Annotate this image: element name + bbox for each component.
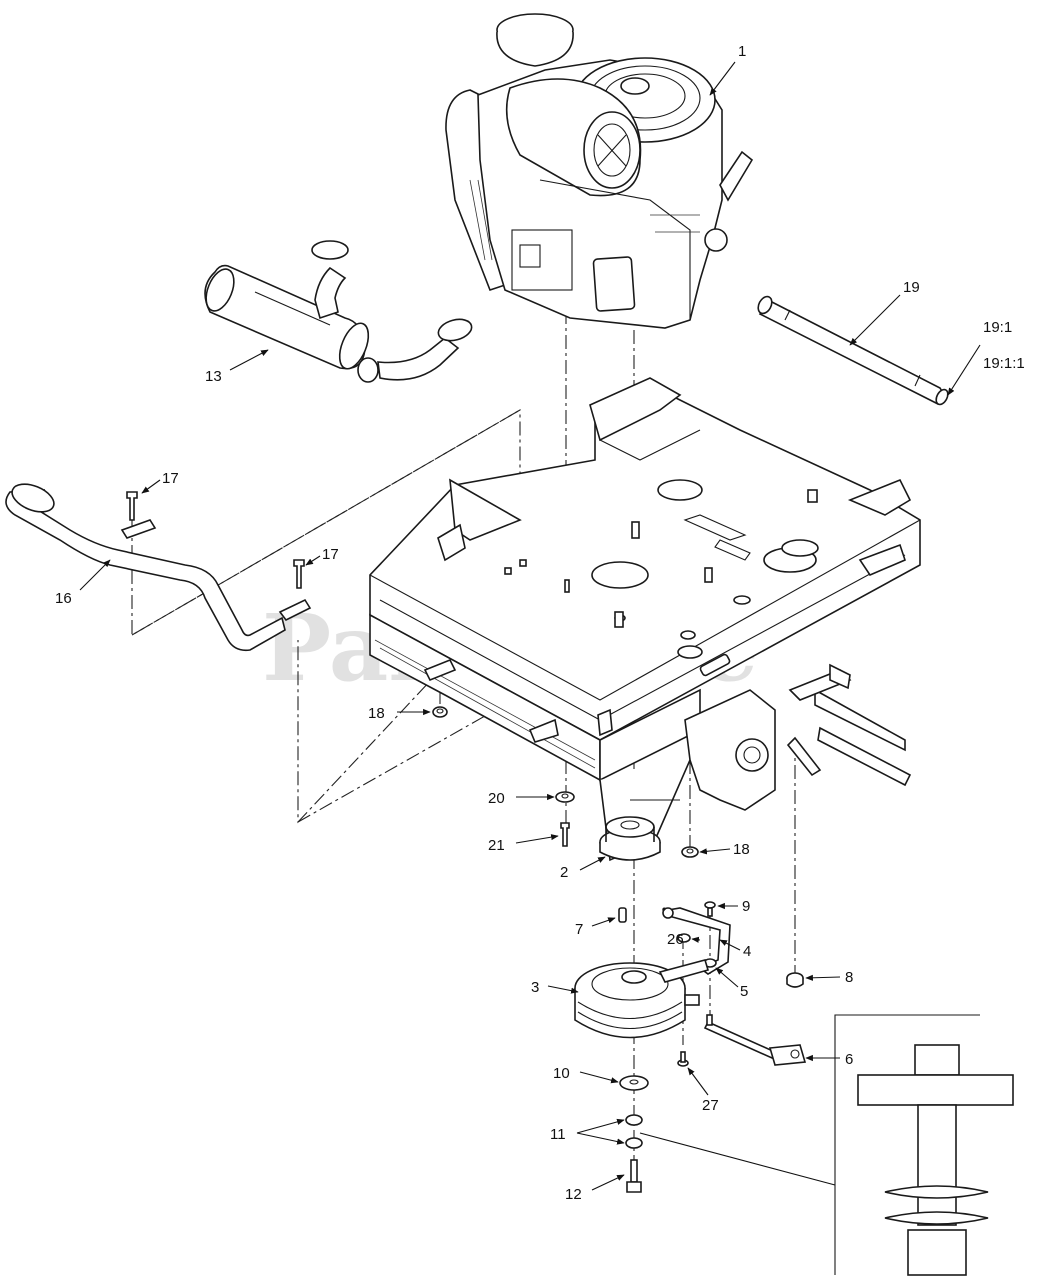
callout-4: 4 [743, 943, 751, 960]
detail-inset [639, 1014, 1014, 1276]
callout-18b: 18 [733, 841, 750, 858]
callout-21: 21 [488, 837, 505, 854]
nut-8 [786, 972, 804, 988]
chassis-frame [369, 377, 921, 862]
bolt-27 [677, 1051, 689, 1067]
callout-16: 16 [55, 590, 72, 607]
bolt-12 [626, 1159, 642, 1193]
callout-19: 19 [903, 279, 920, 296]
callout-26: 26 [667, 931, 684, 948]
callout-13: 13 [205, 368, 222, 385]
callout-17b: 17 [322, 546, 339, 563]
leader-lines [79, 61, 981, 1191]
key-7 [618, 907, 627, 923]
muffler [204, 240, 473, 383]
washer-26 [677, 933, 691, 943]
pto-shaft [757, 295, 949, 406]
callout-8: 8 [845, 969, 853, 986]
bracket-4 [662, 907, 731, 975]
callout-10: 10 [553, 1065, 570, 1082]
callout-17a: 17 [162, 470, 179, 487]
callout-12: 12 [565, 1186, 582, 1203]
nut-18-upper [432, 706, 448, 718]
callout-27: 27 [702, 1097, 719, 1114]
callout-6: 6 [845, 1051, 853, 1068]
washer-10 [619, 1075, 649, 1091]
exhaust-pipe [5, 483, 312, 652]
callout-1: 1 [738, 43, 746, 60]
callout-7: 7 [575, 921, 583, 938]
clutch-3 [574, 959, 710, 1039]
rod-6 [703, 1014, 807, 1066]
callout-5: 5 [740, 983, 748, 1000]
engine [445, 13, 754, 329]
callout-2: 2 [560, 864, 568, 881]
pulley-2 [599, 816, 661, 861]
callout-3: 3 [531, 979, 539, 996]
callout-11: 11 [550, 1126, 566, 1143]
washer-20 [555, 791, 575, 803]
callout-18a: 18 [368, 705, 385, 722]
callout-19-1-1: 19:1:1 [983, 355, 1025, 372]
bolt-21 [560, 822, 570, 847]
callout-20: 20 [488, 790, 505, 807]
washer-11-pair [625, 1114, 643, 1149]
callout-9: 9 [742, 898, 750, 915]
bolt-17-pair [126, 491, 305, 589]
callout-19-1: 19:1 [983, 319, 1012, 336]
bolt-9 [704, 901, 716, 917]
callout-labels: 1 19 19:1 19:1:1 13 17 17 16 18 20 21 18… [55, 43, 1025, 1203]
nut-18-lower [681, 846, 699, 858]
